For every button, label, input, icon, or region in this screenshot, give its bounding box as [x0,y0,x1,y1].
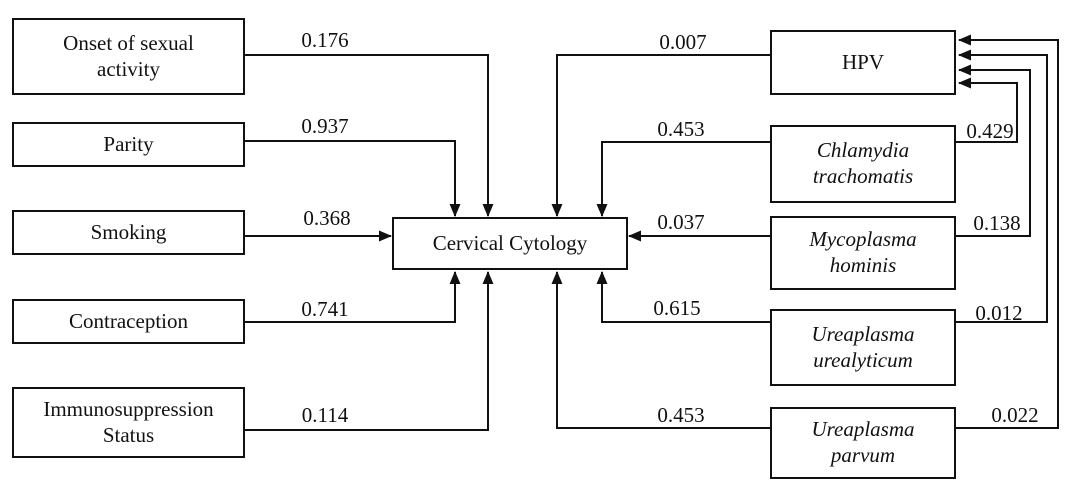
edge-label-urealyticum-to-cytology: 0.615 [653,296,701,320]
edge-label-chlamydia-to-hpv: 0.429 [966,119,1014,143]
edge-urealyticum-to-hpv-line [956,49,1048,323]
node-label: Chlamydia [816,138,910,163]
edge-parvum-to-cytology-line [551,271,770,429]
node-label: Immunosuppression [43,396,214,421]
node-chlamydia-trachomatis: Chlamydia trachomatis [770,125,956,203]
node-onset-of-sexual-activity: Onset of sexual activity [12,18,245,95]
edge-label-mycoplasma-to-cytology: 0.037 [657,210,705,234]
node-label: Cervical Cytology [432,230,588,255]
edge-label-smoking-to-cytology: 0.368 [303,206,351,230]
node-mycoplasma-hominis: Mycoplasma hominis [770,216,956,290]
edge-parvum-to-hpv-line [956,34,1059,429]
edge-hpv-to-cytology-line [551,54,770,217]
edge-label-parvum-to-hpv: 0.022 [991,403,1039,427]
node-label: Status [102,422,155,447]
node-label: Onset of sexual [63,30,194,55]
node-label: Ureaplasma [811,417,915,442]
node-label: Mycoplasma [809,227,917,252]
edge-chlamydia-to-hpv-line [956,77,1018,143]
node-cervical-cytology: Cervical Cytology [392,217,628,270]
edge-onset-to-cytology-line [245,54,494,217]
node-label: hominis [829,253,897,277]
edge-label-hpv-to-cytology: 0.007 [659,30,707,54]
edge-contraception-to-cytology-line [245,271,461,323]
node-label: activity [97,56,160,81]
node-ureaplasma-urealyticum: Ureaplasma urealyticum [770,309,956,386]
edge-label-parvum-to-cytology: 0.453 [657,403,705,427]
node-label: HPV [841,49,884,74]
node-contraception: Contraception [12,299,245,344]
node-ureaplasma-parvum: Ureaplasma parvum [770,407,956,479]
node-immunosuppression-status: Immunosuppression Status [12,387,245,458]
node-hpv: HPV [770,30,956,95]
edge-label-onset-to-cytology: 0.176 [301,28,349,52]
edge-immunosuppression-to-cytology-line [245,271,494,431]
node-label: trachomatis [812,164,914,188]
edge-label-contraception-to-cytology: 0.741 [301,297,349,321]
node-label: Ureaplasma [811,321,915,346]
edge-label-urealyticum-to-hpv: 0.012 [975,301,1023,325]
edge-mycoplasma-to-hpv-line [956,64,1031,237]
node-smoking: Smoking [12,210,245,255]
edge-label-mycoplasma-to-hpv: 0.138 [973,211,1021,235]
node-label: Parity [103,131,154,156]
edge-label-parity-to-cytology: 0.937 [301,114,349,138]
node-label: Smoking [90,219,167,244]
node-label: parvum [830,443,896,467]
edge-urealyticum-to-cytology-line [596,271,770,323]
edge-label-immunosuppression-to-cytology: 0.114 [301,403,349,427]
edge-parity-to-cytology-line [245,140,461,217]
edge-label-chlamydia-to-cytology: 0.453 [657,117,705,141]
node-parity: Parity [12,122,245,167]
node-label: Contraception [69,308,188,333]
node-label: urealyticum [813,347,913,372]
edge-chlamydia-to-cytology-line [596,141,770,217]
